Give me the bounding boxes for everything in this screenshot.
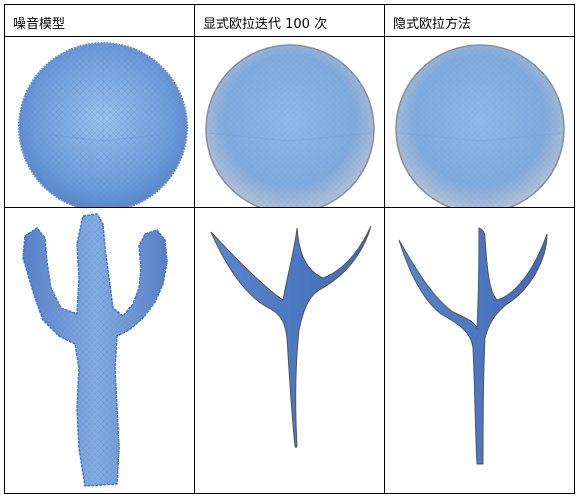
noisy-sphere-image — [18, 42, 188, 207]
explicit-sphere-image — [205, 44, 375, 207]
noisy-cactus-image — [22, 213, 168, 487]
header-implicit-euler: 隐式欧拉方法 — [385, 5, 574, 37]
explicit-cactus-cell — [195, 208, 385, 493]
implicit-cactus-image — [398, 227, 548, 465]
noisy-cactus-cell — [5, 208, 195, 493]
implicit-sphere-image — [395, 44, 565, 207]
header-explicit-euler: 显式欧拉迭代 100 次 — [195, 5, 385, 37]
header-noisy-model: 噪音模型 — [5, 5, 195, 37]
explicit-sphere-cell — [195, 37, 385, 208]
comparison-table: 噪音模型 显式欧拉迭代 100 次 隐式欧拉方法 — [4, 4, 575, 494]
noisy-sphere-cell — [5, 37, 195, 208]
implicit-cactus-cell — [385, 208, 574, 493]
explicit-cactus-image — [210, 225, 372, 448]
implicit-sphere-cell — [385, 37, 574, 208]
